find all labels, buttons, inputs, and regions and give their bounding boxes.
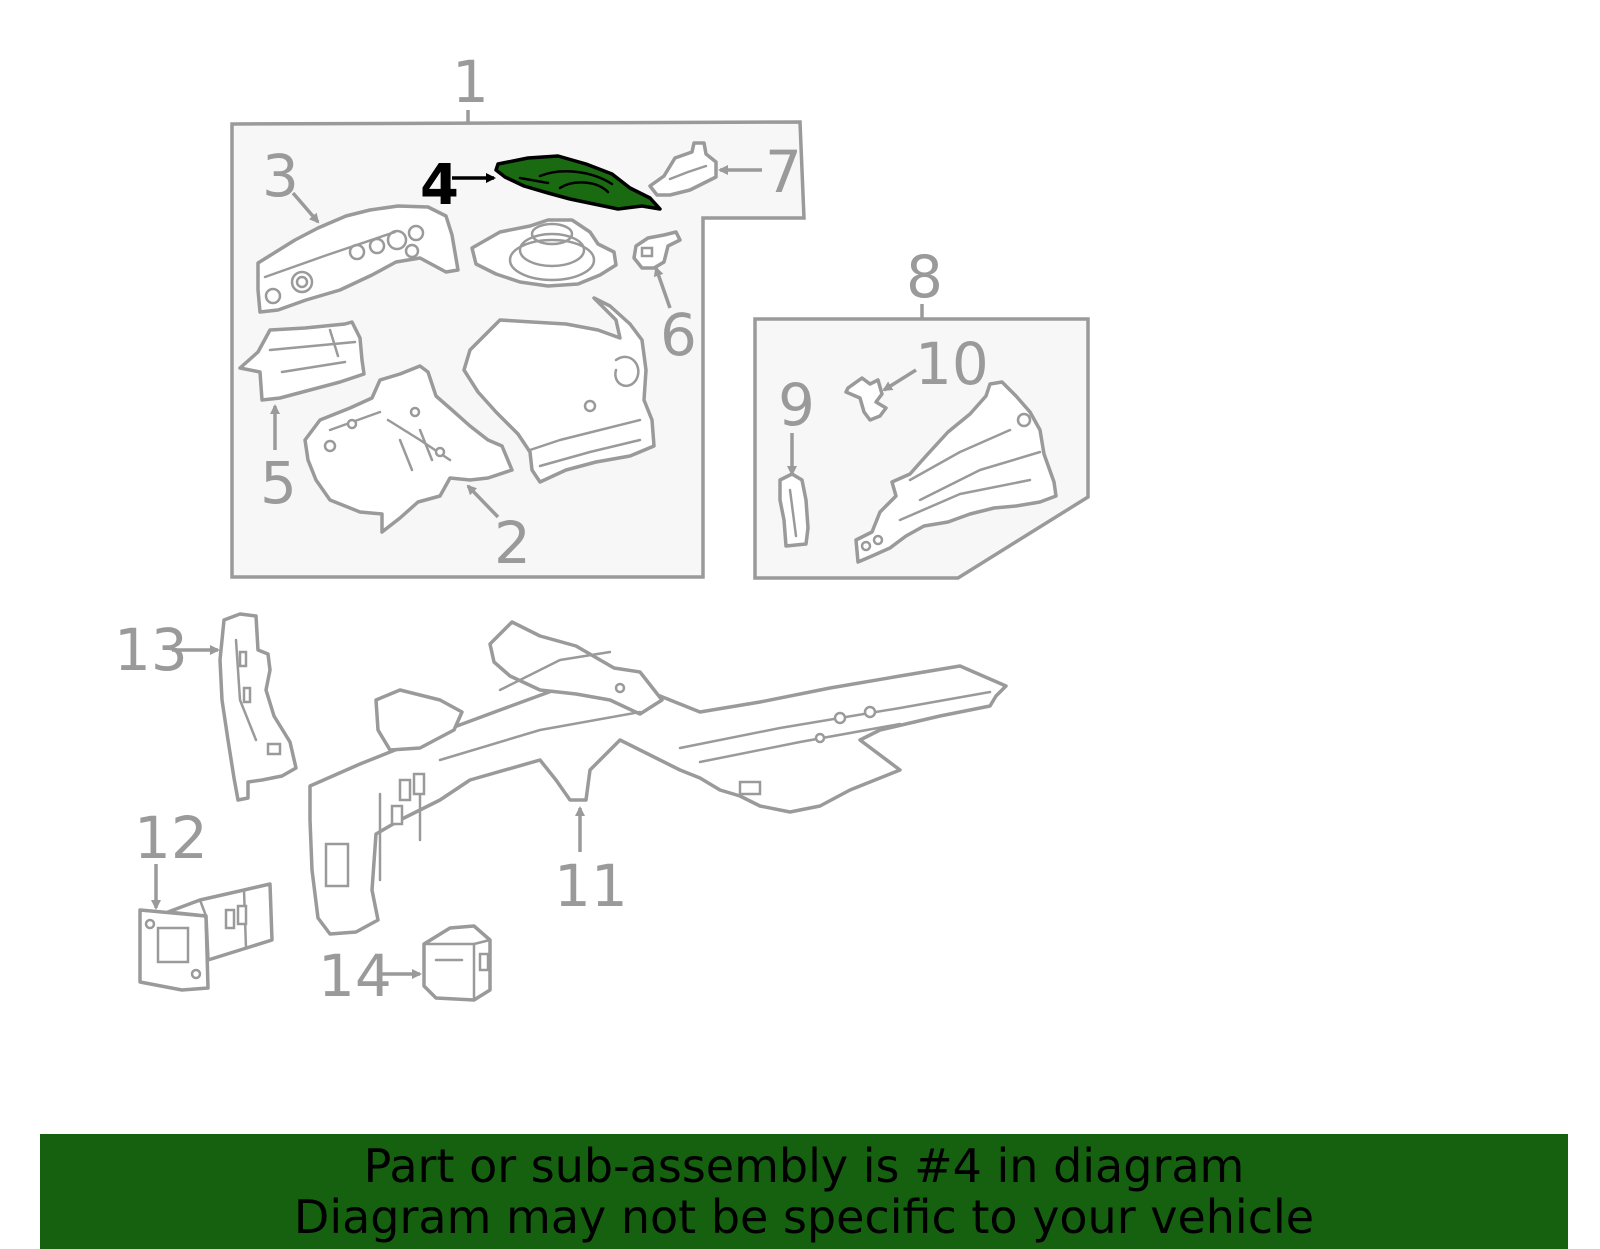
callout-6[interactable]: 6 [660,301,697,369]
leader-10 [882,368,917,392]
part-9-reinforcement[interactable] [778,472,810,548]
banner-line-disclaimer: Diagram may not be specific to your vehi… [293,1189,1315,1244]
callout-9[interactable]: 9 [778,371,815,439]
part-wheelhouse[interactable] [462,296,656,484]
part-strut-tower[interactable] [470,218,618,288]
leader-6 [653,266,672,309]
callout-8[interactable]: 8 [906,243,943,311]
banner-line-part-number: Part or sub-assembly is #4 in diagram [363,1138,1245,1193]
part-12-bumper-bracket[interactable] [138,882,274,992]
part-5-rail-extension[interactable] [238,320,366,402]
callout-4[interactable]: 4 [420,153,459,218]
part-14-box-bracket[interactable] [422,924,492,1002]
callout-7[interactable]: 7 [765,138,802,206]
part-10-clip[interactable] [844,376,888,422]
callout-5[interactable]: 5 [260,449,297,517]
callout-12[interactable]: 12 [134,804,208,872]
part-4-reinforcement[interactable] [494,154,662,211]
leader-3 [291,191,320,224]
callout-11[interactable]: 11 [554,852,628,920]
part-rear-apron[interactable] [854,380,1058,564]
callout-14[interactable]: 14 [318,942,392,1010]
part-6-small-bracket[interactable] [632,230,682,270]
part-13-hinge-pillar[interactable] [218,612,298,802]
part-3-apron-panel[interactable] [256,204,460,314]
callout-2[interactable]: 2 [494,509,531,577]
callout-10[interactable]: 10 [915,330,989,398]
leader-2 [466,484,500,519]
callout-3[interactable]: 3 [262,142,299,210]
part-11-front-frame[interactable] [308,620,1008,936]
info-banner: Part or sub-assembly is #4 in diagram Di… [40,1134,1568,1249]
callout-1[interactable]: 1 [452,48,489,116]
part-2-lower-rail[interactable] [303,364,514,534]
part-7-mount-bracket[interactable] [648,141,718,197]
